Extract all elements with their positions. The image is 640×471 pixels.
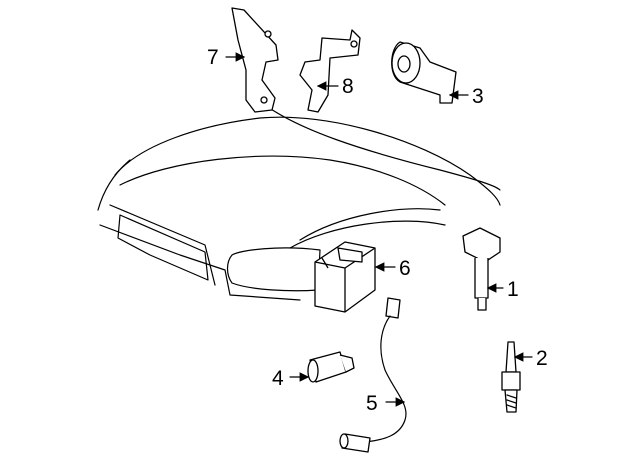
part-1-ignition-coil bbox=[462, 227, 501, 311]
callout-2: 2 bbox=[536, 347, 548, 370]
callout-7: 7 bbox=[207, 46, 219, 69]
callout-4: 4 bbox=[272, 367, 284, 390]
callout-3: 3 bbox=[472, 85, 484, 108]
callout-1: 1 bbox=[507, 278, 519, 301]
part-3-knock-sensor bbox=[391, 41, 457, 104]
part-2-spark-plug bbox=[501, 341, 521, 413]
part-7-bracket bbox=[231, 7, 279, 113]
callout-6: 6 bbox=[399, 257, 411, 280]
part-6-ecm bbox=[314, 241, 376, 313]
callout-8: 8 bbox=[342, 75, 354, 98]
callout-arrows bbox=[225, 52, 533, 407]
callout-5: 5 bbox=[366, 392, 378, 415]
part-4-sensor bbox=[307, 351, 355, 383]
vehicle-outline bbox=[97, 104, 501, 301]
part-5-sensor bbox=[339, 297, 407, 453]
part-8-bracket bbox=[299, 29, 361, 113]
